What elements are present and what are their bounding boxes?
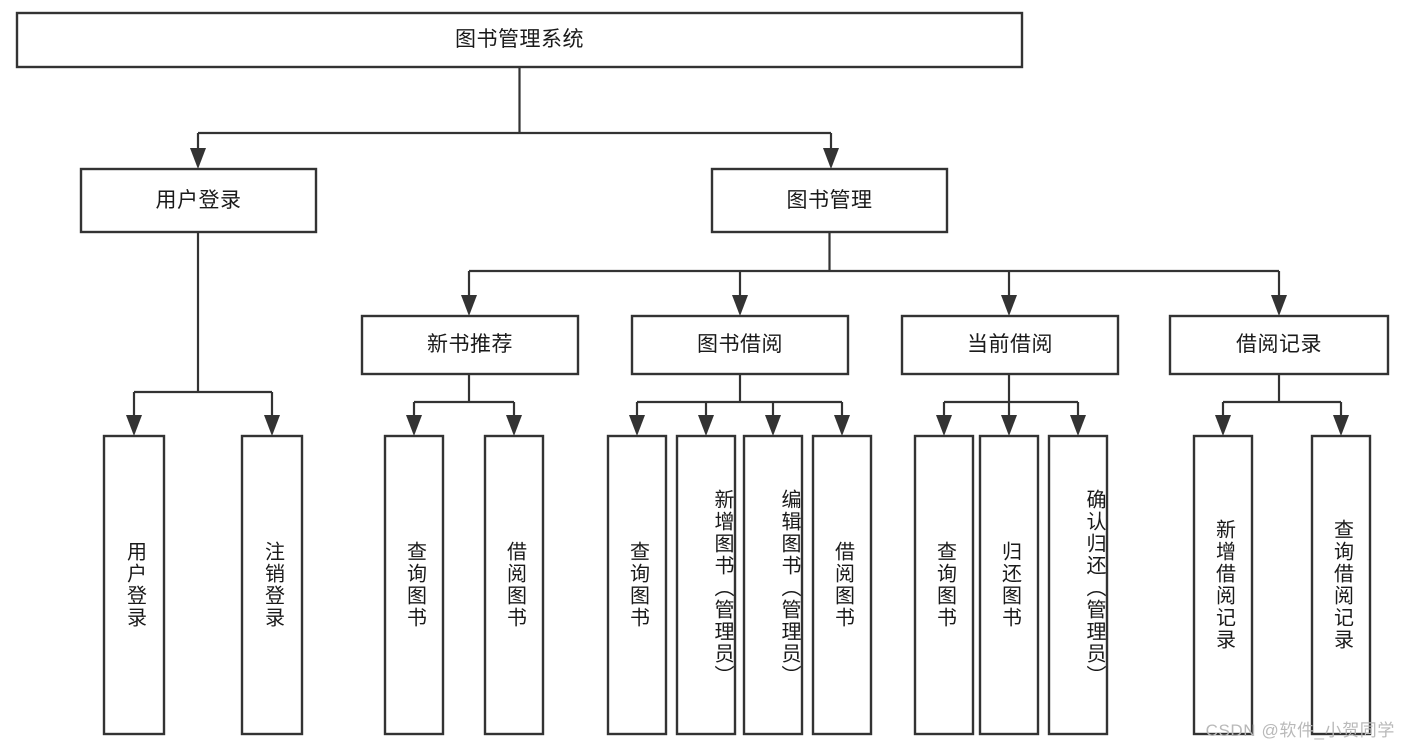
connector-root-to-level2 [190,67,839,169]
leaf-new-book-1-box[interactable] [483,434,545,736]
connector-user-login-to-leaves [126,232,280,436]
leaf-book-borrow-0-box[interactable] [606,434,668,736]
node-root-box[interactable] [15,11,1024,69]
leaf-current-borrow-1-box[interactable] [978,434,1040,736]
connector-book-borrow-to-leaves [629,374,850,436]
leaf-current-borrow-0-box[interactable] [913,434,975,736]
node-borrow-record-box[interactable] [1168,314,1390,376]
leaf-user-login-1-box[interactable] [240,434,304,736]
leaf-borrow-record-1-box[interactable] [1310,434,1372,736]
connector-new-book-to-leaves [406,374,522,436]
leaf-borrow-record-0-box[interactable] [1192,434,1254,736]
leaf-new-book-0-box[interactable] [383,434,445,736]
leaf-book-borrow-3-box[interactable] [811,434,873,736]
leaf-book-borrow-1-box[interactable] [675,434,737,736]
leaf-book-borrow-2-box[interactable] [742,434,804,736]
node-current-borrow-box[interactable] [900,314,1120,376]
node-new-book-recommend-box[interactable] [360,314,580,376]
connector-borrow-record-to-leaves [1215,374,1349,436]
connector-book-mgmt-to-level3 [461,232,1287,316]
leaf-user-login-0-box[interactable] [102,434,166,736]
leaf-current-borrow-2-box[interactable] [1047,434,1109,736]
node-user-login-box[interactable] [79,167,318,234]
node-book-mgmt-box[interactable] [710,167,949,234]
connector-current-borrow-to-leaves [936,374,1086,436]
node-book-borrow-box[interactable] [630,314,850,376]
